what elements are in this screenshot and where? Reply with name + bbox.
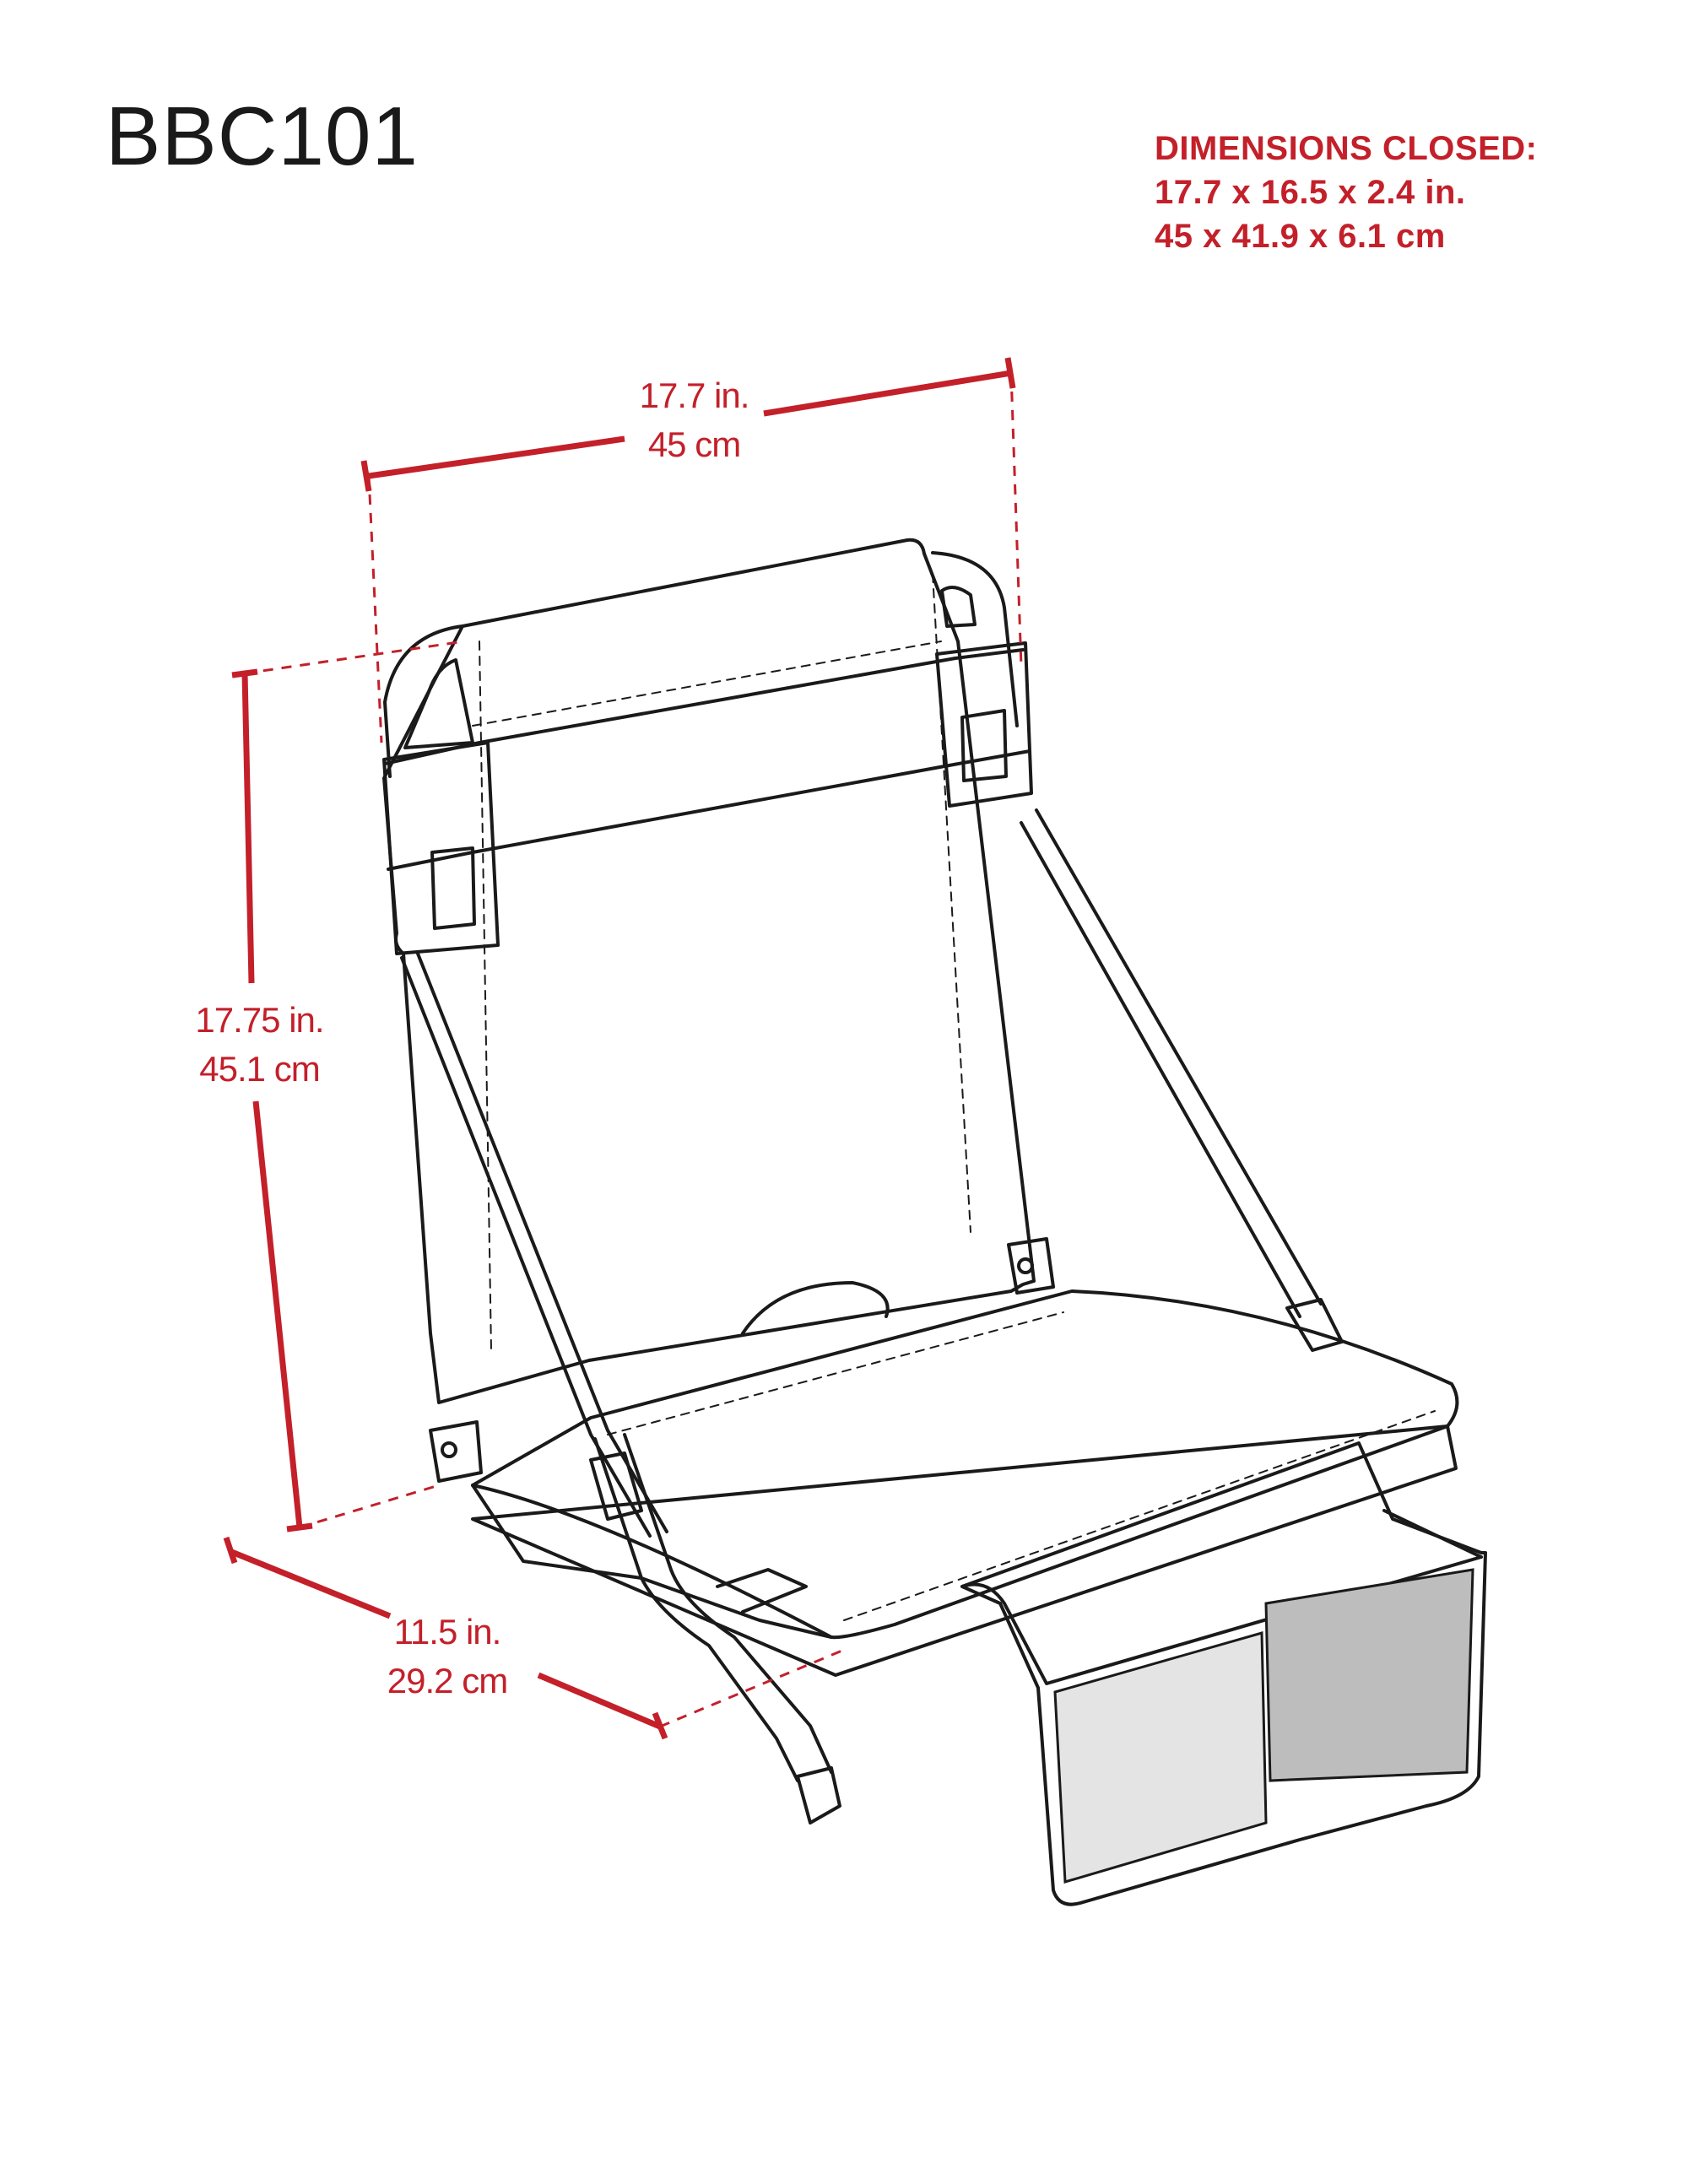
width-extension-line-left [367,475,383,743]
front-strap [593,1433,833,1782]
left-frame-slot [430,846,476,930]
width-end-tick-right [1004,357,1016,389]
backrest-frame-left [383,624,474,778]
depth-end-tick-left [223,1536,238,1565]
depth-dimension-line [228,1548,662,1730]
width-cm: 45 cm [647,424,741,464]
width-dimension-label: 17.7 in. 45 cm [625,371,764,469]
backrest-right-sleeve [935,641,1033,808]
height-dimension-label: 17.75 in. 45.1 cm [186,996,333,1094]
right-frame-slot [960,709,1008,782]
right-support-strap [1020,808,1323,1318]
right-strap-tab [1285,1298,1344,1352]
height-inches: 17.75 in. [195,1000,324,1040]
closed-dimensions-inches: 17.7 x 16.5 x 2.4 in. [1155,174,1466,211]
pouch-mesh-side-panel [1264,1568,1474,1782]
height-dimension-line [241,673,303,1528]
product-model-title: BBC101 [106,89,419,182]
height-extension-line-bottom [299,1484,440,1529]
strap-loop [716,1568,808,1614]
depth-extension-line [659,1648,845,1728]
backrest-frame-right [931,551,1019,727]
left-hinge-bracket [429,1420,483,1483]
depth-inches: 11.5 in. [393,1612,502,1652]
height-cm: 45.1 cm [199,1049,320,1089]
pouch-mesh-panel [1053,1631,1268,1884]
seat-round-pad [741,1281,890,1335]
width-end-tick-left [360,460,372,492]
strap-end-tab [796,1766,841,1825]
seat-cushion-edge [471,1424,1458,1677]
strap-buckle [589,1451,643,1521]
closed-dimensions-cm: 45 x 41.9 x 6.1 cm [1155,218,1446,255]
width-inches: 17.7 in. [639,376,750,415]
backrest-top-band [383,648,1031,871]
closed-dimensions-heading: DIMENSIONS CLOSED: [1155,130,1538,167]
depth-cm: 29.2 cm [387,1661,508,1700]
closed-dimensions-block: DIMENSIONS CLOSED: 17.7 x 16.5 x 2.4 in.… [1155,127,1537,258]
depth-dimension-label: 11.5 in. 29.2 cm [376,1608,519,1706]
storage-pouch-body [960,1441,1487,1906]
backrest-stitching [472,573,971,1351]
storage-pouch-rim [960,1509,1483,1685]
backrest-panel [382,538,1036,1404]
seat-seam [607,1311,1436,1621]
backrest-left-sleeve [382,741,500,955]
right-hinge-bolt [1017,1257,1034,1274]
width-extension-line-right [1009,372,1023,668]
height-extension-line-top [244,640,465,675]
left-hinge-bolt [441,1441,457,1458]
width-dimension-line [368,370,1012,479]
seat-cushion [471,1289,1459,1640]
right-hinge-bracket [1007,1237,1055,1295]
